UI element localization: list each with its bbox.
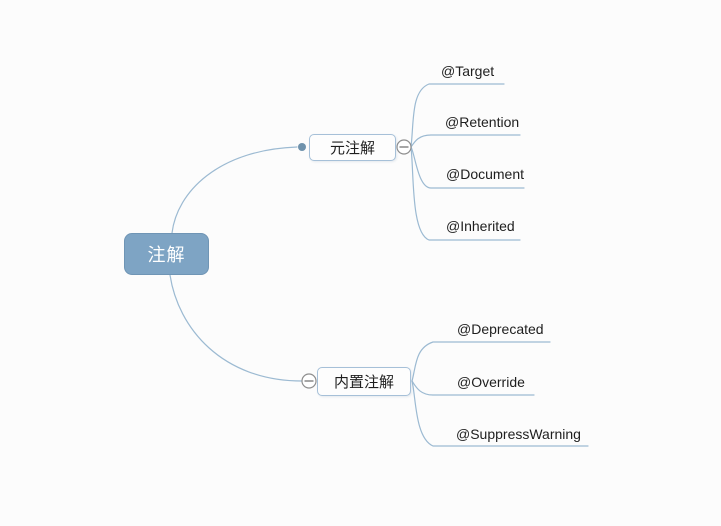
leaf-node-retention[interactable]: @Retention (445, 114, 520, 130)
connector-builtin-to-suppresswarning (411, 380, 589, 447)
branch-point-dot-icon (298, 143, 306, 151)
collapse-button-meta[interactable] (396, 139, 412, 155)
connector-meta-to-target (410, 83, 505, 148)
branch-node-meta-annotations[interactable]: 元注解 (309, 134, 396, 161)
branch-node-builtin-annotations[interactable]: 内置注解 (317, 367, 411, 396)
branch-node-label: 内置注解 (333, 374, 394, 391)
connector-builtin-to-override (411, 380, 535, 396)
connector-root-to-meta (171, 146, 298, 234)
leaf-node-document[interactable]: @Document (446, 166, 525, 182)
leaf-node-deprecated[interactable]: @Deprecated (457, 321, 544, 337)
connector-builtin-to-deprecated (411, 341, 551, 382)
leaf-node-target[interactable]: @Target (441, 63, 495, 79)
branch-node-label: 元注解 (329, 140, 375, 157)
root-node-label: 注解 (147, 245, 186, 265)
collapse-button-builtin[interactable] (301, 373, 317, 389)
leaf-node-suppresswarning[interactable]: @SuppressWarning (456, 426, 581, 442)
connector-root-to-builtin (169, 274, 303, 382)
leaf-node-inherited[interactable]: @Inherited (446, 218, 515, 234)
leaf-node-override[interactable]: @Override (457, 374, 525, 390)
connector-meta-to-document (410, 146, 525, 189)
root-node-annotation[interactable]: 注解 (124, 233, 209, 275)
connector-meta-to-retention (410, 134, 521, 148)
connector-meta-to-inherited (410, 146, 521, 241)
